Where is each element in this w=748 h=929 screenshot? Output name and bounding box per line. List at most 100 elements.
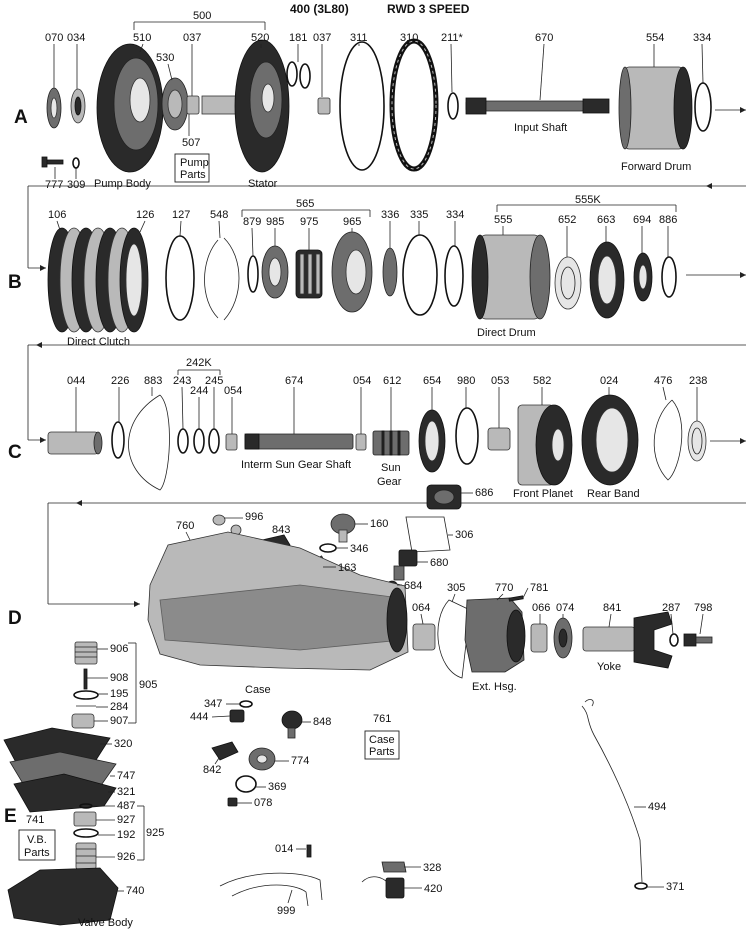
part-078: 078 xyxy=(254,797,272,809)
part-044: 044 xyxy=(67,375,85,387)
part-335: 335 xyxy=(410,209,428,221)
part-906: 906 xyxy=(110,643,128,655)
part-761: 761 xyxy=(373,713,391,725)
assembly-500: 500 xyxy=(193,10,211,22)
part-996: 996 xyxy=(245,511,263,523)
part-064: 064 xyxy=(412,602,430,614)
part-066: 066 xyxy=(532,602,550,614)
part-879: 879 xyxy=(243,216,261,228)
assembly-555k: 555K xyxy=(575,194,601,206)
part-494: 494 xyxy=(648,801,666,813)
part-244: 244 xyxy=(190,385,208,397)
bracket-925 xyxy=(137,805,145,861)
caption-interm-sun-gear-shaft: Interm Sun Gear Shaft xyxy=(241,459,351,471)
part-243: 243 xyxy=(173,375,191,387)
bracket-500 xyxy=(133,21,266,30)
row-label-c: C xyxy=(8,442,22,463)
part-070: 070 xyxy=(45,32,63,44)
part-444: 444 xyxy=(190,711,208,723)
part-160: 160 xyxy=(370,518,388,530)
part-999: 999 xyxy=(277,905,295,917)
part-053: 053 xyxy=(491,375,509,387)
part-163: 163 xyxy=(338,562,356,574)
caption-sun-gear-2: Gear xyxy=(377,476,402,488)
part-530: 530 xyxy=(156,52,174,64)
caption-case: Case xyxy=(245,684,271,696)
part-054-a: 054 xyxy=(224,385,242,397)
part-321: 321 xyxy=(117,786,135,798)
row-label-b: B xyxy=(8,272,22,293)
row-d-leaders xyxy=(87,492,704,904)
part-106: 106 xyxy=(48,209,66,221)
part-476: 476 xyxy=(654,375,672,387)
case-parts-label-2: Parts xyxy=(369,746,395,758)
bracket-242k xyxy=(177,369,221,375)
caption-direct-clutch: Direct Clutch xyxy=(67,336,130,348)
part-420: 420 xyxy=(424,883,442,895)
part-555: 555 xyxy=(494,214,512,226)
caption-yoke: Yoke xyxy=(597,661,621,673)
part-074: 074 xyxy=(556,602,574,614)
part-663: 663 xyxy=(597,214,615,226)
part-334-a: 334 xyxy=(693,32,711,44)
pump-parts-label-2: Parts xyxy=(180,169,206,181)
part-126: 126 xyxy=(136,209,154,221)
row-c-leaders xyxy=(75,386,698,434)
part-965: 965 xyxy=(343,216,361,228)
part-238: 238 xyxy=(689,375,707,387)
part-774: 774 xyxy=(291,755,309,767)
part-054-b: 054 xyxy=(353,375,371,387)
part-843: 843 xyxy=(272,524,290,536)
caption-valve-body: Valve Body xyxy=(78,917,133,929)
pump-parts-box xyxy=(174,153,210,183)
part-192: 192 xyxy=(117,829,135,841)
flow-arrows xyxy=(27,107,746,607)
caption-direct-drum: Direct Drum xyxy=(477,327,536,339)
part-975: 975 xyxy=(300,216,318,228)
part-612: 612 xyxy=(383,375,401,387)
part-181: 181 xyxy=(289,32,307,44)
part-245: 245 xyxy=(205,375,223,387)
part-781: 781 xyxy=(530,582,548,594)
part-310: 310 xyxy=(400,32,418,44)
part-507: 507 xyxy=(182,137,200,149)
caption-stator: Stator xyxy=(248,178,278,190)
caption-rear-band: Rear Band xyxy=(587,488,640,500)
part-226: 226 xyxy=(111,375,129,387)
part-334-b: 334 xyxy=(446,209,464,221)
part-670: 670 xyxy=(535,32,553,44)
part-311: 311 xyxy=(350,32,368,44)
part-654: 654 xyxy=(423,375,441,387)
part-284: 284 xyxy=(110,701,128,713)
part-014: 014 xyxy=(275,843,293,855)
part-841: 841 xyxy=(603,602,621,614)
pump-parts-label-1: Pump xyxy=(180,157,209,169)
part-554: 554 xyxy=(646,32,664,44)
part-287: 287 xyxy=(662,602,680,614)
part-907: 907 xyxy=(110,715,128,727)
part-037-a: 037 xyxy=(183,32,201,44)
assembly-242k: 242K xyxy=(186,357,212,369)
part-309: 309 xyxy=(67,179,85,191)
part-195: 195 xyxy=(110,688,128,700)
part-886: 886 xyxy=(659,214,677,226)
row-label-a: A xyxy=(14,107,28,128)
part-487: 487 xyxy=(117,800,135,812)
part-985: 985 xyxy=(266,216,284,228)
part-747: 747 xyxy=(117,770,135,782)
part-741: 741 xyxy=(26,814,44,826)
part-674: 674 xyxy=(285,375,303,387)
caption-input-shaft: Input Shaft xyxy=(514,122,567,134)
part-037-b: 037 xyxy=(313,32,331,44)
caption-pump-body: Pump Body xyxy=(94,178,151,190)
bracket-565 xyxy=(241,209,371,217)
part-926: 926 xyxy=(117,851,135,863)
vb-parts-label-1: V.B. xyxy=(27,834,47,846)
part-883: 883 xyxy=(144,375,162,387)
part-034: 034 xyxy=(67,32,85,44)
part-024: 024 xyxy=(600,375,618,387)
part-694: 694 xyxy=(633,214,651,226)
part-798: 798 xyxy=(694,602,712,614)
part-520: 520 xyxy=(251,32,269,44)
